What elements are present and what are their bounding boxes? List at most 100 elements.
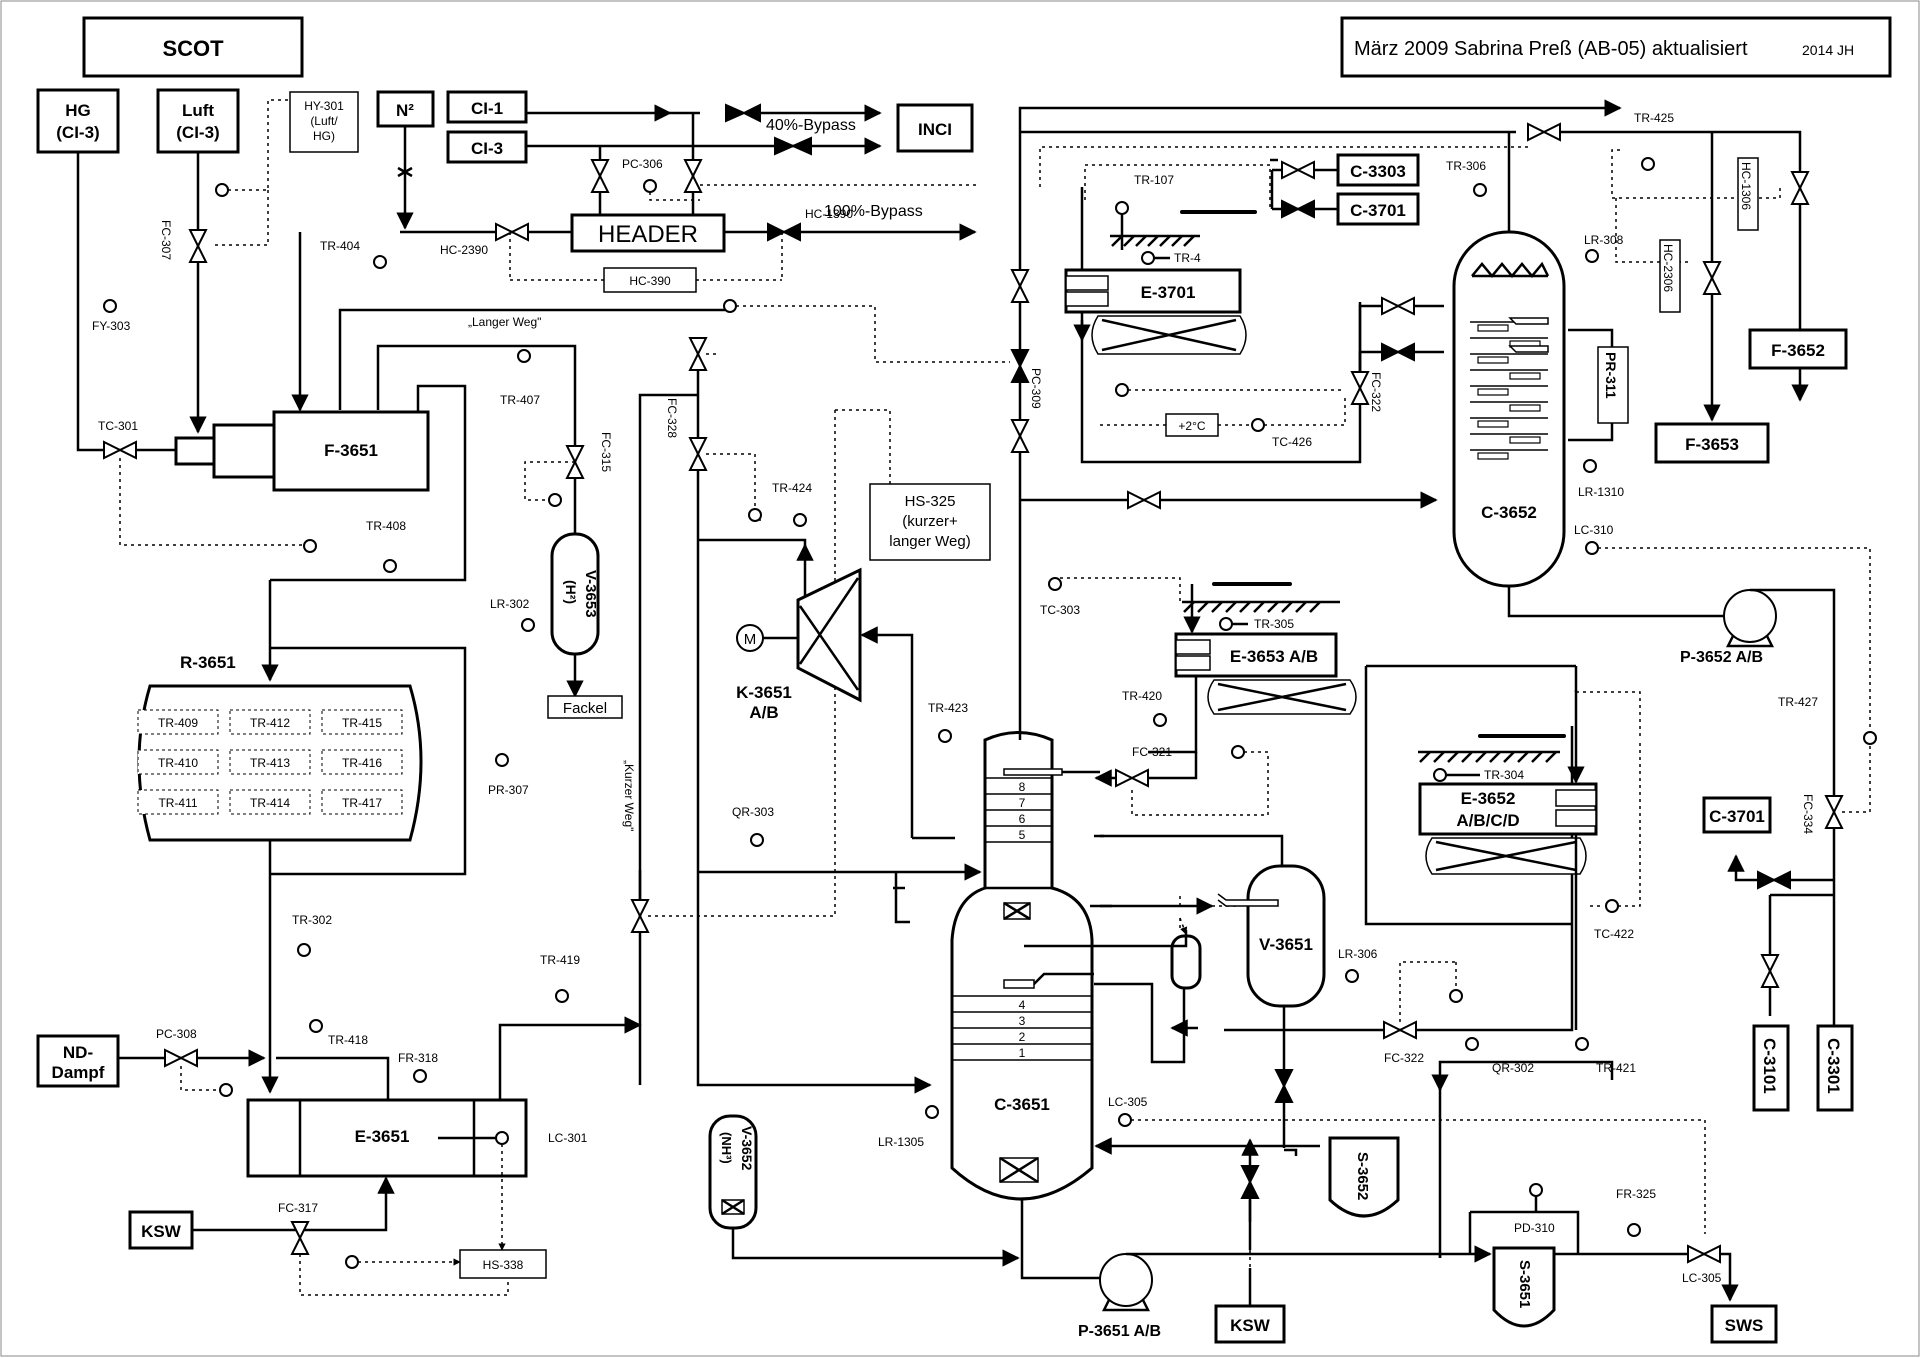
svg-text:HY-301: HY-301 [304, 99, 344, 113]
page-title: SCOT [162, 36, 224, 61]
vessel-v3651: V-3651 [1246, 864, 1326, 1008]
reactor-cell [137, 749, 219, 775]
svg-text:F-3652: F-3652 [1771, 341, 1825, 360]
pump-p3652: P-3652 A/B [1680, 588, 1777, 666]
c3101-box: C-3101 [1752, 1024, 1790, 1112]
svg-text:N²: N² [396, 101, 414, 120]
tray-label: 3 [1019, 1014, 1026, 1028]
svg-text:TC-303: TC-303 [1040, 603, 1080, 617]
svg-text:TR-407: TR-407 [500, 393, 540, 407]
inci-box: INCI [896, 103, 974, 153]
reactor-cell [137, 709, 219, 735]
svg-text:HS-325: HS-325 [905, 493, 956, 510]
reactor-cell [229, 749, 311, 775]
svg-text:E-3651: E-3651 [355, 1127, 410, 1146]
title-box: SCOT [82, 16, 304, 78]
svg-text:C-3652: C-3652 [1481, 503, 1537, 522]
svg-text:S-3651: S-3651 [1516, 1260, 1533, 1308]
svg-text:TR-423: TR-423 [928, 701, 968, 715]
furnace-f3651: F-3651 [272, 410, 430, 492]
svg-text:TR-418: TR-418 [328, 1033, 368, 1047]
reactor-cell [137, 789, 219, 815]
svg-text:HG: HG [65, 101, 91, 120]
vessel-v3653: V-3653 (H²) [550, 532, 600, 656]
ksw-box-1: KSW [128, 1210, 194, 1250]
svg-text:S-3652: S-3652 [1354, 1152, 1371, 1200]
column-c3652: C-3652 [1452, 230, 1566, 588]
pump-p3651: P-3651 A/B [1078, 1252, 1161, 1340]
svg-text:HC-1390: HC-1390 [805, 207, 853, 221]
svg-text:FR-325: FR-325 [1616, 1187, 1656, 1201]
svg-text:QR-303: QR-303 [732, 805, 774, 819]
header-note: März 2009 Sabrina Preß (AB-05) aktualisi… [1354, 38, 1748, 60]
svg-text:FC-328: FC-328 [665, 398, 679, 438]
reactor-cell [229, 789, 311, 815]
trays-upper: 8 7 6 5 [985, 777, 1052, 843]
svg-text:QR-302: QR-302 [1492, 1061, 1534, 1075]
svg-text:HG): HG) [313, 129, 335, 143]
source-ci3: CI-3 [446, 130, 528, 164]
compressor-k3651: M K-3651 A/B [736, 567, 862, 722]
svg-text:(kurzer+: (kurzer+ [902, 513, 958, 530]
svg-text:+2°C: +2°C [1178, 419, 1205, 433]
svg-text:LC-310: LC-310 [1574, 523, 1614, 537]
svg-text:FC-321: FC-321 [1132, 745, 1172, 759]
svg-text:TR-107: TR-107 [1134, 173, 1174, 187]
separator-s3652: S-3652 [1328, 1136, 1400, 1218]
svg-text:Dampf: Dampf [52, 1063, 105, 1082]
svg-text:V-3652: V-3652 [739, 1126, 755, 1171]
c3303-box: C-3303 [1336, 153, 1420, 187]
tray-label: 5 [1019, 828, 1026, 842]
svg-text:FC-317: FC-317 [278, 1201, 318, 1215]
svg-text:langer Weg): langer Weg) [889, 533, 970, 550]
svg-text:PR-311: PR-311 [1603, 352, 1619, 399]
tray-label: 8 [1019, 780, 1026, 794]
header-box: HEADER [570, 213, 726, 253]
c3701-top-box: C-3701 [1336, 192, 1420, 226]
svg-text:KSW: KSW [1230, 1316, 1271, 1335]
svg-text:PC-308: PC-308 [156, 1027, 197, 1041]
svg-text:A/B: A/B [749, 703, 778, 722]
burner [174, 436, 216, 466]
reactor-cell [321, 789, 403, 815]
aircooler-e3701: E-3701 [1064, 268, 1247, 355]
svg-text:FC-322: FC-322 [1369, 372, 1383, 412]
tray-label: 4 [1019, 998, 1026, 1012]
motor-label: M [744, 631, 757, 648]
svg-text:LR-308: LR-308 [1584, 233, 1624, 247]
svg-text:(CI-3): (CI-3) [176, 123, 219, 142]
svg-text:V-3651: V-3651 [1259, 935, 1313, 954]
svg-text:E-3701: E-3701 [1141, 283, 1196, 302]
c3652-internals [1470, 317, 1549, 460]
svg-text:TR-302: TR-302 [292, 913, 332, 927]
bypass40-label: 40%-Bypass [766, 117, 856, 134]
svg-text:P-3652 A/B: P-3652 A/B [1680, 649, 1763, 666]
reactor-cell-label: TR-415 [342, 716, 382, 730]
svg-text:TR-420: TR-420 [1122, 689, 1162, 703]
reactor-cell-label: TR-413 [250, 756, 290, 770]
svg-text:C-3303: C-3303 [1350, 162, 1406, 181]
svg-text:TR-306: TR-306 [1446, 159, 1486, 173]
svg-text:ND-: ND- [63, 1043, 93, 1062]
svg-text:F-3653: F-3653 [1685, 435, 1739, 454]
svg-text:„Langer Weg": „Langer Weg" [468, 315, 541, 329]
svg-text:LC-301: LC-301 [548, 1131, 588, 1145]
svg-text:TR-427: TR-427 [1778, 695, 1818, 709]
svg-text:TC-422: TC-422 [1594, 927, 1634, 941]
svg-text:A/B/C/D: A/B/C/D [1456, 811, 1519, 830]
svg-text:E-3653 A/B: E-3653 A/B [1230, 647, 1318, 666]
header-note-box: März 2009 Sabrina Preß (AB-05) aktualisi… [1340, 16, 1892, 78]
tray-label: 7 [1019, 796, 1026, 810]
reactor-cell-label: TR-412 [250, 716, 290, 730]
svg-text:FR-318: FR-318 [398, 1051, 438, 1065]
svg-text:LR-306: LR-306 [1338, 947, 1378, 961]
tray-label: 6 [1019, 812, 1026, 826]
svg-text:PC-306: PC-306 [622, 157, 663, 171]
svg-text:LC-305: LC-305 [1108, 1095, 1148, 1109]
source-n2: N² [376, 90, 435, 128]
svg-text:HS-338: HS-338 [483, 1258, 524, 1272]
svg-text:K-3651: K-3651 [736, 683, 792, 702]
svg-text:SWS: SWS [1725, 1316, 1764, 1335]
